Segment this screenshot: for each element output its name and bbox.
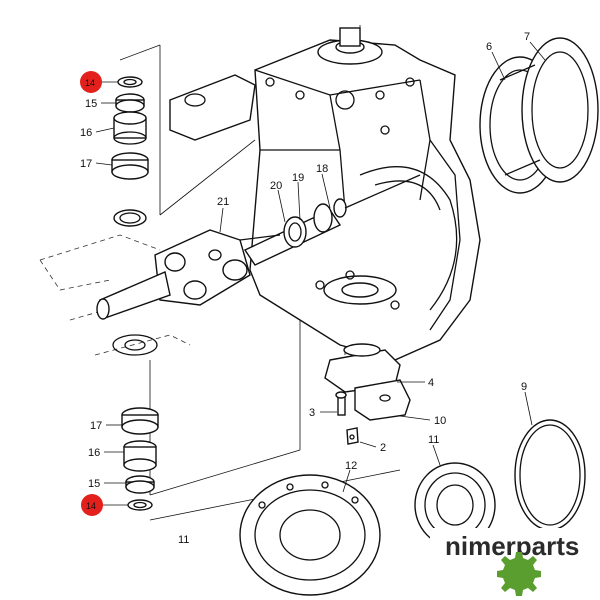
callout-3: 3: [309, 407, 315, 419]
callout-labels: 14 15 16 17 6 7 18 19 20 21 4 3 10 2 9 1…: [80, 31, 530, 546]
callout-14-bottom: 14: [86, 501, 96, 511]
callout-11-lower: 11: [178, 534, 189, 546]
callout-9: 9: [521, 381, 527, 393]
callout-7: 7: [524, 31, 530, 43]
callout-2: 2: [380, 442, 386, 454]
u-joint-21: [96, 229, 281, 320]
callout-12: 12: [345, 460, 357, 472]
steering-knuckle-housing: [169, 27, 481, 361]
bearing-stack-top: [111, 76, 149, 227]
gear-icon: [497, 552, 541, 596]
seal-rings-6-7: [479, 37, 599, 194]
callout-17-top: 17: [80, 158, 92, 170]
lower-kingpin-parts: [324, 343, 411, 445]
callout-16-bottom: 16: [88, 447, 100, 459]
callout-18: 18: [316, 163, 328, 175]
highlight-marker-bottom: [81, 494, 103, 516]
callout-11: 11: [428, 434, 439, 446]
leader-lines: [95, 41, 546, 506]
callout-6: 6: [486, 41, 492, 53]
watermark-text: nimerparts: [445, 531, 579, 561]
shaft-18-19-20: [243, 174, 421, 266]
callout-20: 20: [270, 180, 282, 192]
highlight-marker-top: [80, 71, 102, 93]
callout-10: 10: [434, 415, 446, 427]
callout-15-top: 15: [85, 98, 97, 110]
callout-4: 4: [428, 377, 434, 389]
callout-17-bottom: 17: [90, 420, 102, 432]
callout-21: 21: [217, 196, 229, 208]
callout-15-bottom: 15: [88, 478, 100, 490]
callout-16-top: 16: [80, 127, 92, 139]
callout-19: 19: [292, 172, 304, 184]
bearing-stack-bottom: [112, 334, 159, 511]
callout-14-top: 14: [85, 78, 95, 88]
